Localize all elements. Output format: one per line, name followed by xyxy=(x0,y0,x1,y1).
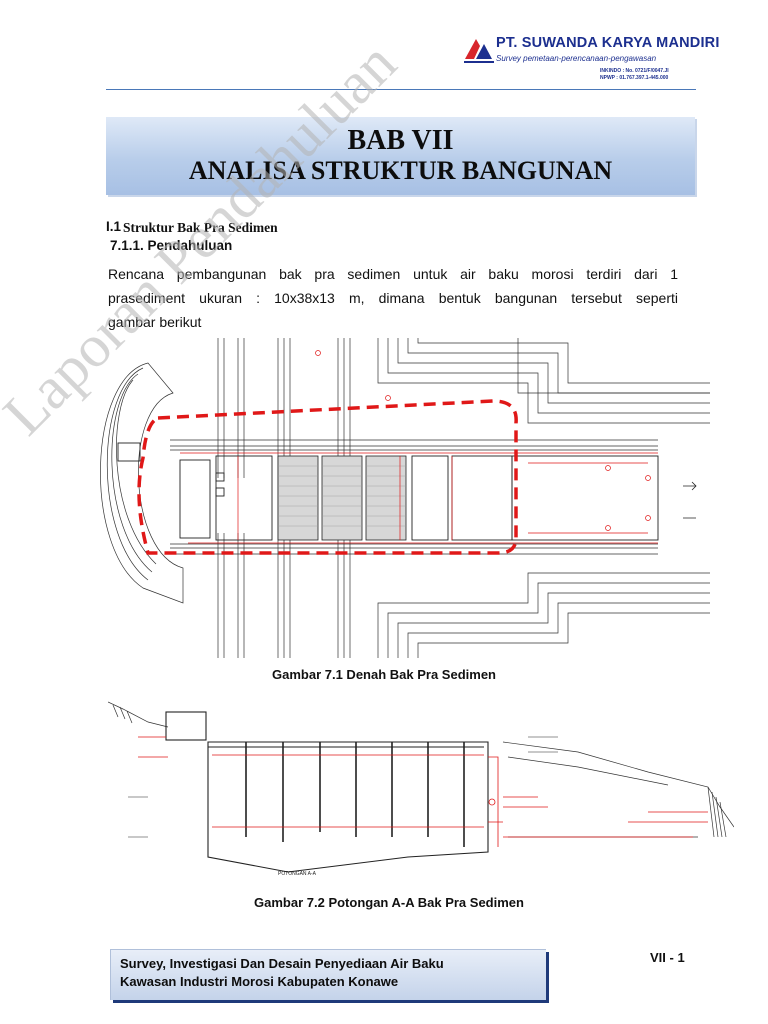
registration-npwp: NPWP : 01.767.397.1-445.000 xyxy=(600,75,669,81)
paragraph-line: prasediment ukuran : 10x38x13 m, dimana … xyxy=(108,290,678,306)
section-drawing-figure: POTONGAN A-A xyxy=(108,701,734,877)
section-title: Struktur Bak Pra Sedimen xyxy=(123,220,278,235)
subsection-title: 7.1.1. Pendahuluan xyxy=(110,238,233,253)
company-tagline: Survey pemetaan-perencanaan-pengawasan xyxy=(496,54,657,63)
chapter-number: BAB VII xyxy=(347,125,454,156)
figure-1-caption: Gambar 7.1 Denah Bak Pra Sedimen xyxy=(272,667,496,682)
plan-drawing-figure xyxy=(100,338,710,658)
footer-project-box: Survey, Investigasi Dan Desain Penyediaa… xyxy=(110,949,546,1000)
company-name: PT. SUWANDA KARYA MANDIRI xyxy=(496,35,720,51)
figure-2-caption: Gambar 7.2 Potongan A-A Bak Pra Sedimen xyxy=(254,895,524,910)
chapter-title: ANALISA STRUKTUR BANGUNAN xyxy=(188,156,613,185)
section-number: I.1 xyxy=(106,219,122,234)
intro-paragraph: Rencana pembangunan bak pra sedimen untu… xyxy=(108,262,678,334)
company-logo: PT. SUWANDA KARYA MANDIRI Survey pemetaa… xyxy=(462,33,762,93)
paragraph-line: gambar berikut xyxy=(108,314,202,330)
section-label: POTONGAN A-A xyxy=(278,871,317,877)
company-logo-icon xyxy=(464,39,494,63)
footer-project-line-1: Survey, Investigasi Dan Desain Penyediaa… xyxy=(120,956,444,971)
footer-project-line-2: Kawasan Industri Morosi Kabupaten Konawe xyxy=(120,974,399,989)
chapter-title-band: BAB VII ANALISA STRUKTUR BANGUNAN xyxy=(106,117,695,195)
paragraph-line: Rencana pembangunan bak pra sedimen untu… xyxy=(108,266,678,282)
page-number: VII - 1 xyxy=(650,950,685,965)
header-divider xyxy=(106,89,696,90)
registration-inkindo: INKINDO : No. 0721/F/0047.JI xyxy=(600,68,669,74)
